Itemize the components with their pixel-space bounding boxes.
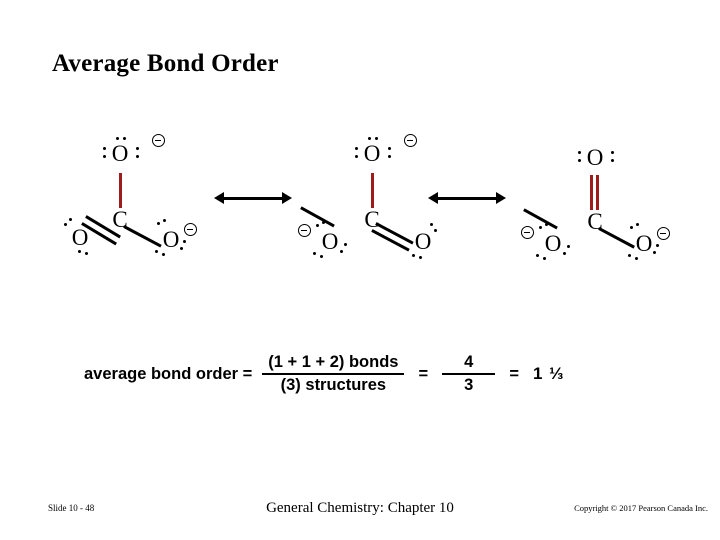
lone-pair-dot bbox=[85, 252, 89, 256]
lone-pair-dot bbox=[578, 159, 582, 163]
negative-charge-badge bbox=[404, 134, 417, 147]
bond-bottom-right-single bbox=[123, 225, 162, 248]
resonance-arrow-1 bbox=[214, 188, 292, 208]
footer-book-chapter: General Chemistry: Chapter 10 bbox=[266, 500, 454, 516]
central-carbon-atom: C bbox=[364, 207, 380, 232]
lone-pair-dot bbox=[155, 250, 159, 254]
lone-pair-dot bbox=[316, 224, 320, 228]
bond-bottom-right-single bbox=[598, 227, 635, 249]
top-oxygen-atom: O bbox=[111, 141, 129, 166]
lone-pair-dot bbox=[180, 247, 184, 251]
lone-pair-dot bbox=[545, 223, 549, 227]
lone-pair-dot bbox=[419, 256, 423, 260]
fraction-numerator: (1 + 1 + 2) bonds bbox=[268, 353, 399, 371]
lone-pair-dot bbox=[69, 218, 73, 222]
lone-pair-dot bbox=[635, 257, 639, 261]
lone-pair-dot bbox=[628, 254, 632, 258]
arrow-shaft bbox=[221, 197, 285, 200]
lone-pair-dot bbox=[103, 155, 107, 159]
lone-pair-dot bbox=[320, 255, 324, 259]
lone-pair-dot bbox=[412, 254, 416, 258]
four-over-three-fraction: 4 3 bbox=[442, 352, 496, 396]
lone-pair-dot bbox=[136, 155, 140, 159]
carbonate-resonance-structure-2: O C O O bbox=[298, 130, 500, 280]
bottom-left-oxygen-atom: O bbox=[321, 229, 339, 254]
lone-pair-dot bbox=[78, 250, 82, 254]
arrow-head-right-icon bbox=[496, 191, 506, 204]
lone-pair-dot bbox=[64, 223, 68, 227]
lone-pair-dot bbox=[157, 222, 161, 226]
arrow-head-right-icon bbox=[282, 191, 292, 204]
fraction-numerator-2: 4 bbox=[464, 353, 474, 371]
lone-pair-dot bbox=[656, 244, 660, 248]
lone-pair-dot bbox=[136, 147, 140, 151]
lone-pair-dot bbox=[636, 223, 640, 227]
fraction-denominator-2: 3 bbox=[464, 376, 474, 395]
lone-pair-dot bbox=[123, 137, 127, 141]
resonance-arrow-2 bbox=[428, 188, 506, 208]
lone-pair-dot bbox=[313, 252, 317, 256]
lone-pair-dot bbox=[355, 155, 359, 159]
fraction-rule-2 bbox=[442, 373, 496, 376]
footer-slide-number: Slide 10 - 48 bbox=[48, 503, 95, 513]
bond-top-double bbox=[596, 175, 599, 210]
negative-charge-badge bbox=[184, 223, 197, 236]
lone-pair-dot bbox=[653, 251, 657, 255]
bottom-right-oxygen-atom: O bbox=[414, 229, 432, 254]
bottom-left-oxygen-atom: O bbox=[71, 225, 89, 250]
negative-charge-badge bbox=[657, 227, 670, 240]
lone-pair-dot bbox=[543, 257, 547, 261]
bond-top-single bbox=[119, 173, 122, 208]
lone-pair-dot bbox=[611, 151, 615, 155]
bonds-over-structures-fraction: (1 + 1 + 2) bonds (3) structures bbox=[262, 352, 405, 396]
lone-pair-dot bbox=[430, 223, 434, 227]
lone-pair-dot bbox=[611, 159, 615, 163]
top-oxygen-atom: O bbox=[363, 141, 381, 166]
lone-pair-dot bbox=[630, 226, 634, 230]
lone-pair-dot bbox=[434, 229, 438, 233]
negative-charge-badge bbox=[521, 226, 534, 239]
bottom-right-oxygen-atom: O bbox=[162, 227, 180, 252]
lone-pair-dot bbox=[162, 253, 166, 257]
lone-pair-dot bbox=[103, 147, 107, 151]
lone-pair-dot bbox=[536, 254, 540, 258]
negative-charge-badge bbox=[298, 224, 311, 237]
average-bond-order-equation: average bond order = (1 + 1 + 2) bonds (… bbox=[84, 352, 564, 396]
lone-pair-dot bbox=[183, 240, 187, 244]
lone-pair-dot bbox=[388, 147, 392, 151]
lone-pair-dot bbox=[322, 221, 326, 225]
arrow-head-left-icon bbox=[214, 191, 224, 204]
carbonate-resonance-structure-1: O C O O bbox=[60, 130, 260, 280]
bond-top-double bbox=[590, 175, 593, 210]
negative-charge-badge bbox=[152, 134, 165, 147]
lone-pair-dot bbox=[388, 155, 392, 159]
lone-pair-dot bbox=[563, 252, 567, 256]
lone-pair-dot bbox=[578, 151, 582, 155]
bond-top-single bbox=[371, 173, 374, 208]
arrow-head-left-icon bbox=[428, 191, 438, 204]
equals-sign-1: = bbox=[418, 364, 429, 383]
lone-pair-dot bbox=[116, 137, 120, 141]
bottom-left-oxygen-atom: O bbox=[544, 231, 562, 256]
lone-pair-dot bbox=[340, 250, 344, 254]
lone-pair-dot bbox=[368, 137, 372, 141]
lone-pair-dot bbox=[539, 226, 543, 230]
footer-copyright: Copyright © 2017 Pearson Canada Inc. bbox=[574, 503, 708, 513]
fraction-denominator: (3) structures bbox=[280, 376, 387, 395]
equation-label: average bond order = bbox=[84, 364, 253, 383]
lone-pair-dot bbox=[163, 219, 167, 223]
page-title: Average Bond Order bbox=[52, 50, 279, 77]
arrow-shaft bbox=[435, 197, 499, 200]
top-oxygen-atom: O bbox=[586, 145, 604, 170]
lone-pair-dot bbox=[355, 147, 359, 151]
lone-pair-dot bbox=[567, 245, 571, 249]
lone-pair-dot bbox=[375, 137, 379, 141]
equals-sign-2: = bbox=[509, 364, 519, 383]
equation-result: 1 ⅓ bbox=[532, 364, 565, 384]
lone-pair-dot bbox=[344, 243, 348, 247]
bottom-right-oxygen-atom: O bbox=[635, 231, 653, 256]
fraction-rule bbox=[262, 373, 405, 376]
carbonate-resonance-structure-3: O C O O bbox=[520, 130, 720, 280]
